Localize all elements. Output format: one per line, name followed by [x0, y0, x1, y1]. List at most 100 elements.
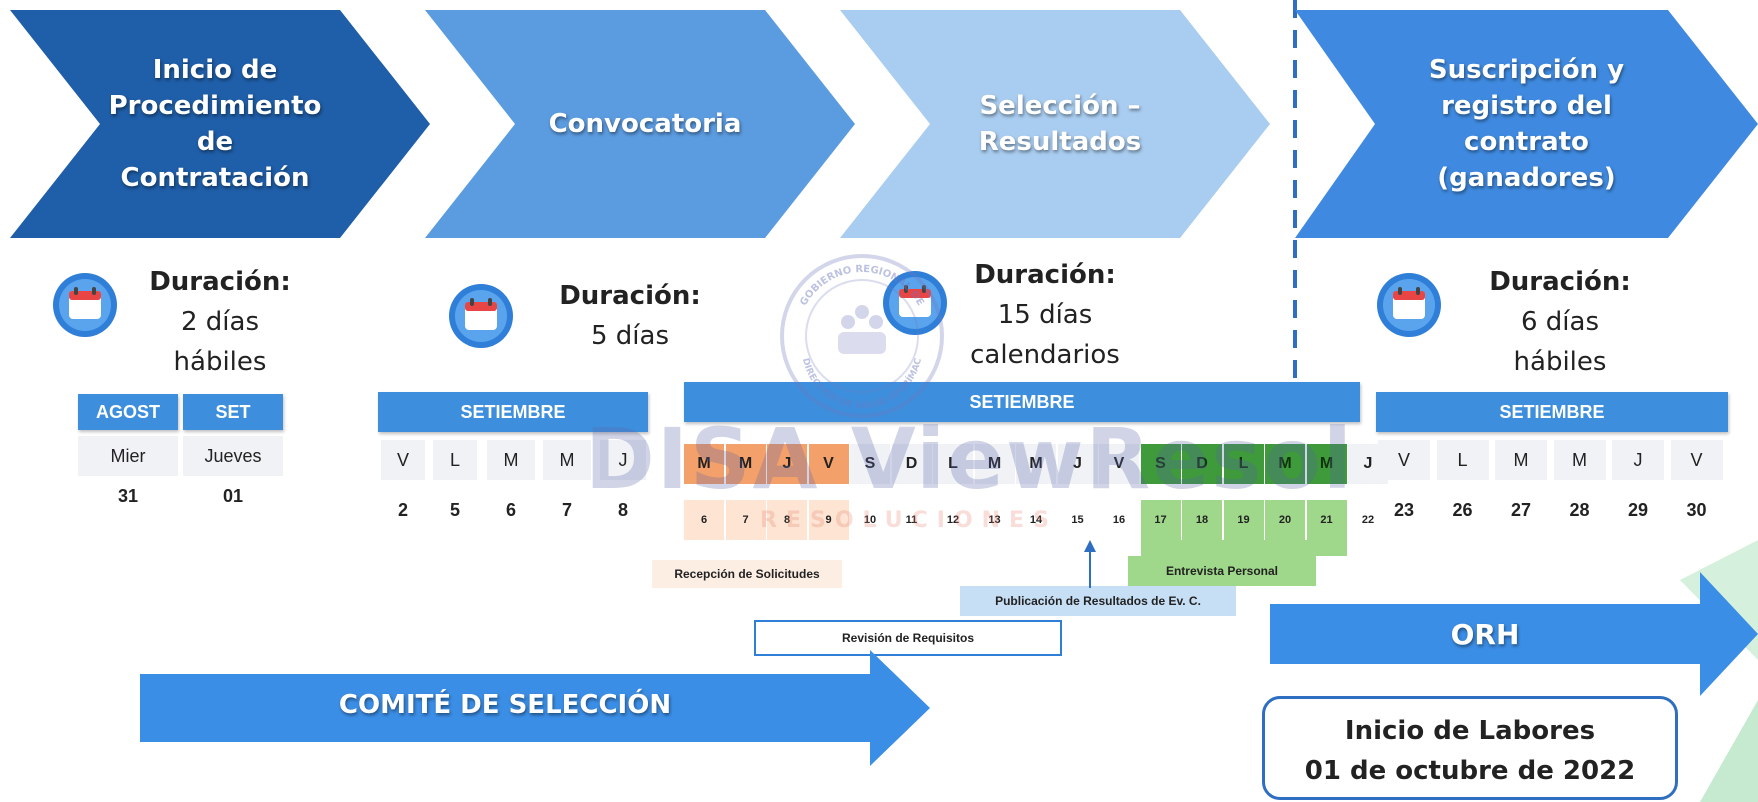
day-of-week: J [1612, 440, 1664, 480]
watermark-subtext: RESOLUCIONES [760, 508, 1058, 533]
day-of-week: S [850, 444, 890, 484]
orh-arrow: ORH [1270, 572, 1758, 696]
date-number: 14 [1029, 514, 1043, 526]
phase-separator [1293, 0, 1297, 380]
activity-publicacion: Publicación de Resultados de Ev. C. [960, 586, 1236, 616]
date-number: 8 [767, 500, 807, 540]
date-number: 7 [725, 500, 766, 540]
phase-title-line: Contratación [120, 163, 310, 193]
date-number: 10 [863, 514, 877, 526]
day-of-week: M [974, 444, 1015, 484]
phase-seleccion-resultados: Selección – Resultados [840, 10, 1270, 238]
month-header: SET [183, 394, 283, 430]
day-of-week: D [1182, 444, 1222, 484]
date-number: 17 [1140, 500, 1181, 540]
phase-title-line: de [196, 127, 234, 157]
duration-value: 6 días [1520, 307, 1599, 337]
date-number: 26 [1452, 500, 1473, 520]
phase-title-line: registro del [1441, 91, 1612, 121]
date-number: 12 [946, 514, 960, 526]
duration-unit: calendarios [970, 340, 1120, 370]
duration-value: 15 días [997, 300, 1093, 330]
date-number: 16 [1112, 514, 1126, 526]
day-of-week: D [891, 444, 932, 484]
phase-title-line: contrato [1464, 127, 1589, 157]
pointer-arrow [1084, 540, 1096, 588]
month-header: SETIEMBRE [684, 382, 1360, 422]
calendar-icon [53, 273, 117, 337]
duration-value: 2 días [180, 307, 259, 337]
day-of-week: M [487, 440, 535, 480]
duration-unit: hábiles [1513, 347, 1607, 377]
day-of-week: V [381, 440, 425, 480]
phase-title-line: Convocatoria [548, 109, 742, 139]
date-number: 5 [449, 500, 460, 520]
date-number: 13 [988, 514, 1001, 526]
watermark-seal: GOBIERNO REGIONAL DE DIRECCIÓN DE SALUD … [780, 254, 944, 418]
date-number: 15 [1071, 514, 1084, 526]
duration-convocatoria: Duración: 5 días [540, 276, 720, 356]
month-header: AGOST [78, 394, 178, 430]
duration-label: Duración: [1489, 267, 1631, 297]
date-number: 22 [1361, 514, 1375, 526]
duration-suscripcion: Duración: 6 días hábiles [1470, 262, 1650, 382]
date-number: 8 [617, 500, 628, 520]
phase-inicio-procedimiento: Inicio de Procedimiento de Contratación [10, 10, 430, 238]
day-of-week: M [1553, 440, 1606, 480]
watermark-text: DISA ViewResol [585, 410, 1354, 508]
phase-convocatoria: Convocatoria [425, 10, 855, 238]
calendar-icon [449, 284, 513, 348]
date-number: 2 [397, 500, 408, 520]
phase-title-line: Suscripción y [1428, 55, 1625, 85]
date-number: 21 [1306, 500, 1347, 540]
date-number: 23 [1393, 500, 1415, 520]
comite-seleccion-label: COMITÉ DE SELECCIÓN [338, 690, 672, 720]
orh-label: ORH [1450, 618, 1520, 651]
date-number: 29 [1627, 500, 1649, 520]
duration-label: Duración: [559, 281, 701, 311]
comite-seleccion-arrow: COMITÉ DE SELECCIÓN [140, 650, 930, 766]
date-number: 9 [808, 500, 849, 540]
day-of-week: M [1306, 444, 1347, 484]
day-of-week: M [684, 444, 724, 484]
activity-recepcion: Recepción de Solicitudes [652, 560, 842, 588]
date-number: 6 [505, 500, 516, 520]
date-number: 01 [222, 486, 244, 506]
day-of-week: M [1016, 444, 1056, 484]
phase-title-line: Resultados [978, 127, 1142, 157]
day-of-week: Jueves [183, 436, 283, 476]
date-number: 6 [684, 500, 724, 540]
entrevista-highlight [1140, 540, 1347, 556]
date-number: 31 [117, 486, 139, 506]
phase-title-line: Selección – [979, 91, 1141, 121]
duration-label: Duración: [149, 267, 291, 297]
date-number: 30 [1686, 500, 1707, 520]
duration-inicio: Duración: 2 días hábiles [130, 262, 310, 382]
date-number: 20 [1265, 500, 1305, 540]
day-of-week: M [1265, 444, 1305, 484]
day-of-week: M [725, 444, 766, 484]
phase-title-line: Procedimiento [108, 91, 322, 121]
phase-title-line: (ganadores) [1437, 163, 1616, 193]
date-number: 11 [905, 514, 918, 526]
day-of-week: S [1140, 444, 1181, 484]
day-of-week: J [600, 440, 646, 480]
day-of-week: L [433, 440, 477, 480]
calendar-icon [883, 271, 947, 335]
phase-suscripcion: Suscripción y registro del contrato (gan… [1295, 10, 1758, 238]
date-number: 19 [1223, 500, 1264, 540]
phase-title-line: Inicio de [152, 55, 278, 85]
day-of-week: V [1378, 440, 1430, 480]
inicio-labores-date: 01 de octubre de 2022 [1304, 756, 1636, 786]
day-of-week: V [1099, 444, 1139, 484]
date-number: 27 [1510, 500, 1532, 520]
activity-entrevista: Entrevista Personal [1128, 556, 1316, 586]
activity-revision: Revisión de Requisitos [754, 620, 1062, 656]
inicio-labores-title: Inicio de Labores [1344, 716, 1596, 746]
day-of-week: M [1495, 440, 1547, 480]
date-number: 28 [1569, 500, 1590, 520]
day-of-week: L [933, 444, 973, 484]
inicio-labores-box: Inicio de Labores 01 de octubre de 2022 [1262, 696, 1678, 800]
duration-unit: hábiles [173, 347, 267, 377]
duration-label: Duración: [974, 260, 1116, 290]
